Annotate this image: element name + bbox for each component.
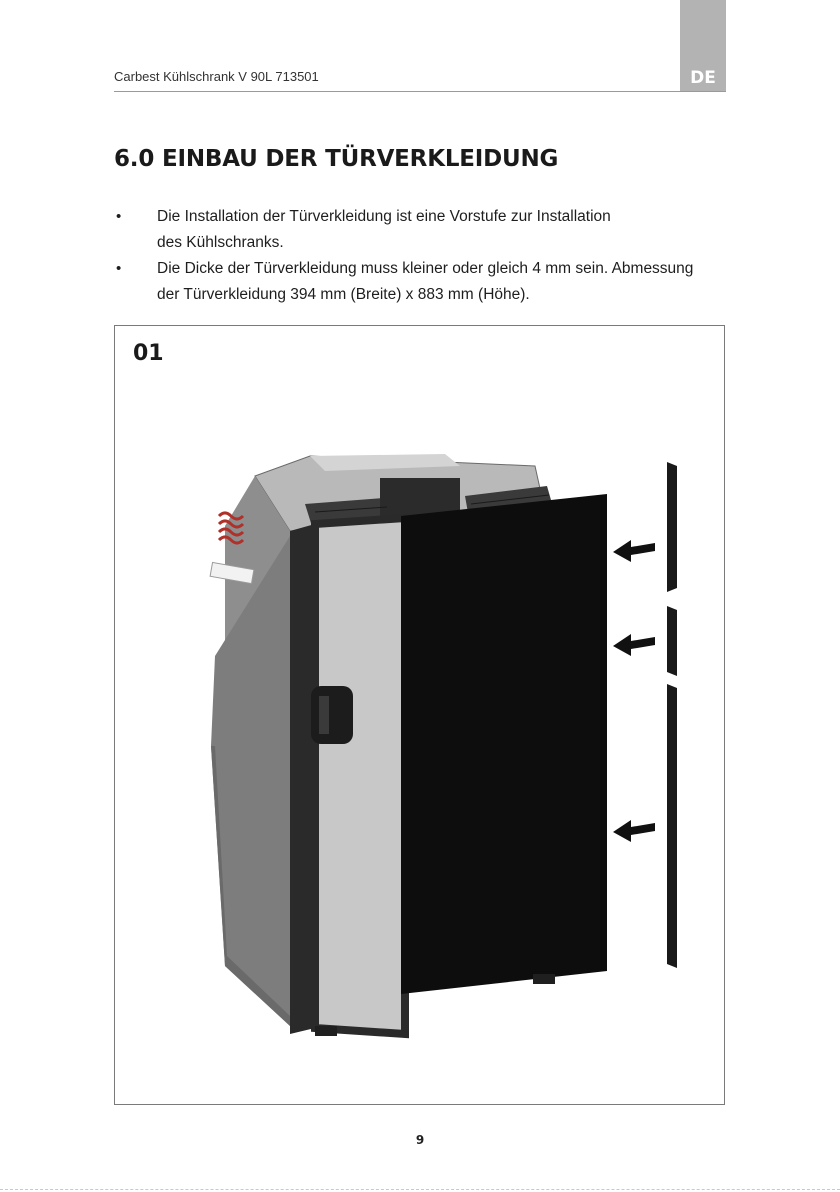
footer-divider [0,1189,840,1190]
arrow-left-icon [613,634,655,656]
door-panel [401,494,607,994]
fridge-front-frame [290,518,405,1034]
bullet-line: des Kühlschranks. [157,234,284,251]
arrow-left-icon [613,820,655,842]
bullet-line: der Türverkleidung 394 mm (Breite) x 883… [157,286,530,303]
fridge-illustration [115,326,726,1106]
section-title: 6.0 EINBAU DER TÜRVERKLEIDUNG [114,146,558,172]
fridge-side-body [211,536,290,1026]
bullet-item: • Die Installation der Türverkleidung is… [114,204,734,256]
language-tab-label: DE [690,68,716,88]
bullet-list: • Die Installation der Türverkleidung is… [114,204,734,308]
bullet-dot-icon: • [116,204,121,230]
bullet-dot-icon: • [116,256,121,282]
language-tab: DE [680,0,726,92]
bullet-line: Die Dicke der Türverkleidung muss kleine… [157,260,693,277]
header-divider [114,91,726,92]
bullet-line: Die Installation der Türverkleidung ist … [157,208,611,225]
figure-frame: 01 [114,325,725,1105]
page-number: 9 [0,1133,840,1147]
fridge-foot [533,974,555,984]
fridge-foot [315,1026,337,1036]
door-trim-strips [667,462,677,968]
arrow-left-icon [613,540,655,562]
running-header-title: Carbest Kühlschrank V 90L 713501 [114,69,319,84]
bullet-item: • Die Dicke der Türverkleidung muss klei… [114,256,734,308]
